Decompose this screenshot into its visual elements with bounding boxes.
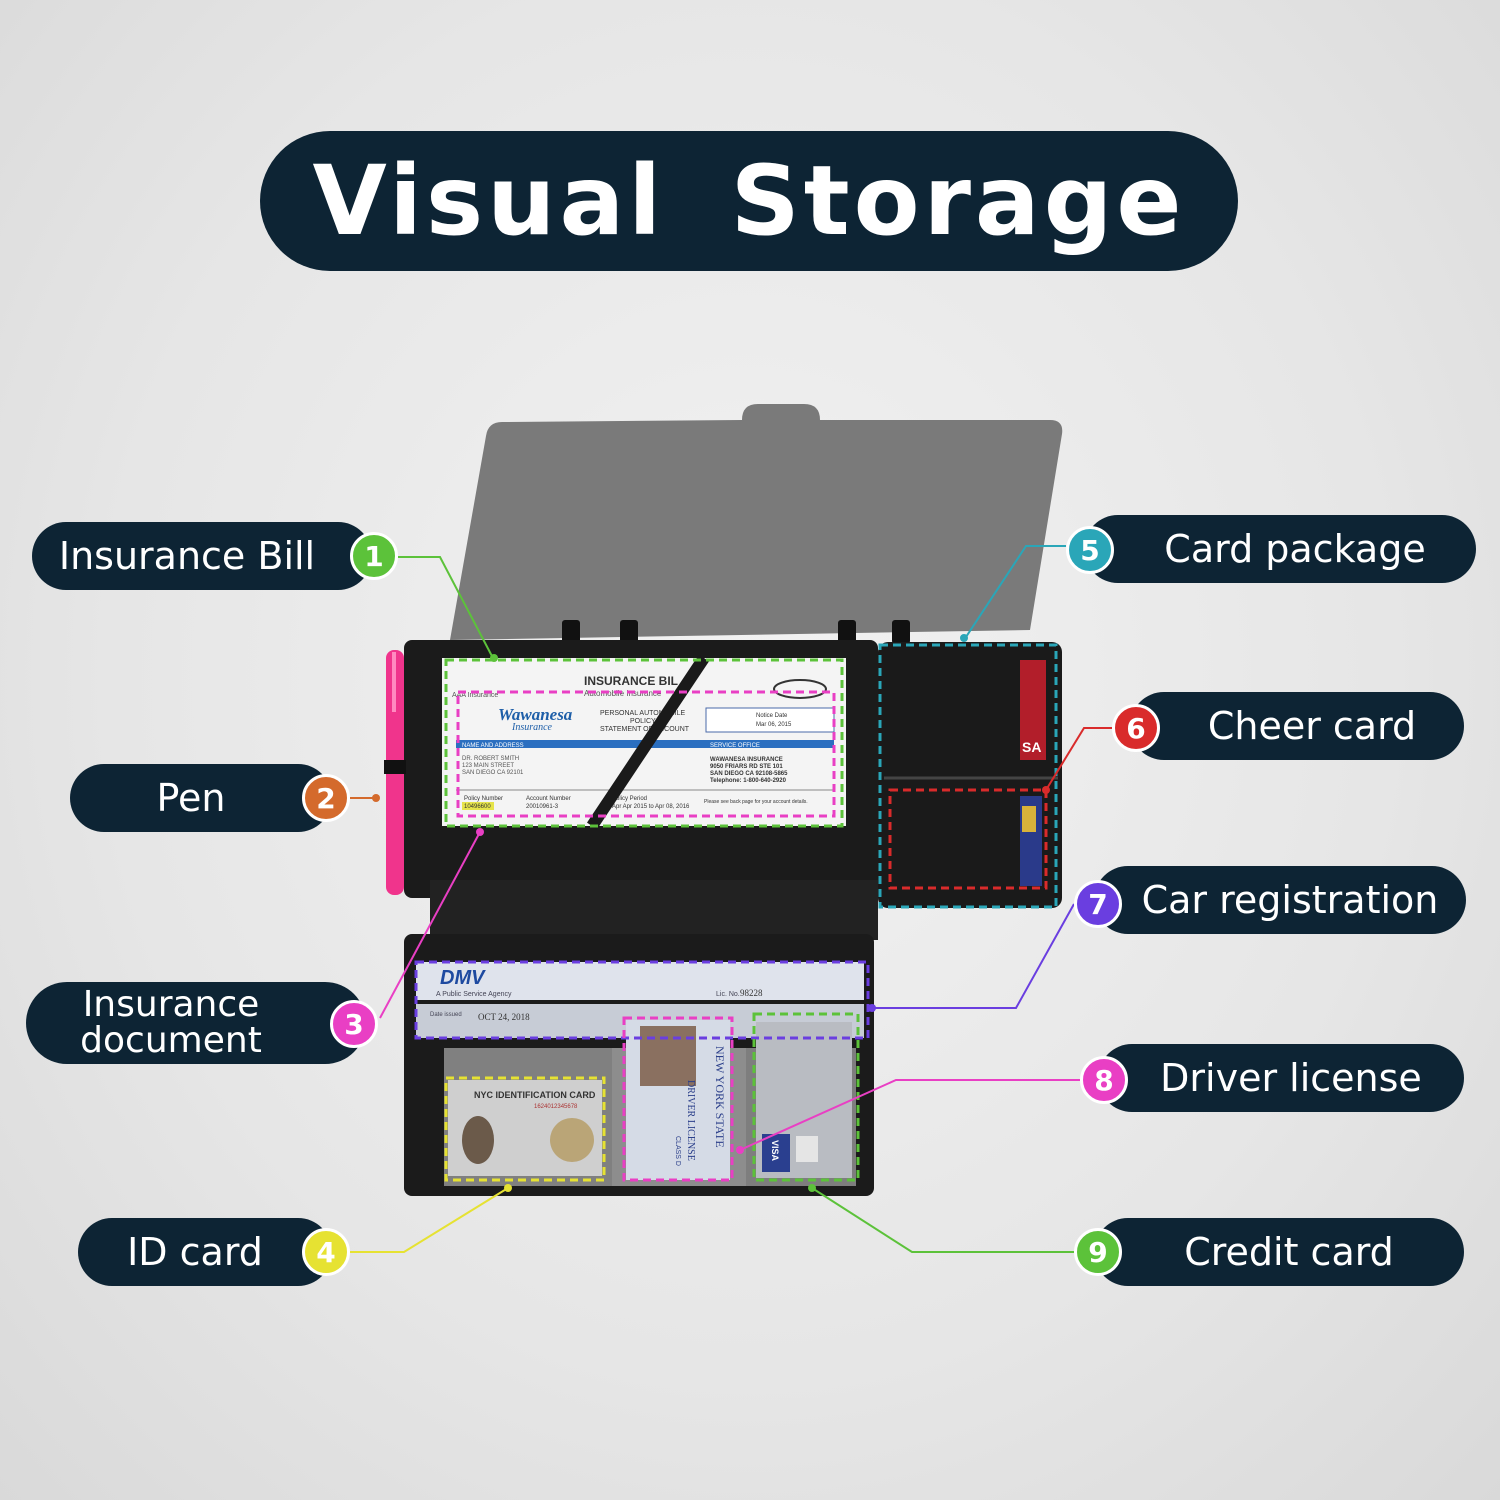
visor-clips: [562, 620, 910, 644]
badge-6: 6: [1112, 704, 1160, 752]
label-insurance-document: Insurance document: [26, 982, 366, 1064]
svg-text:SAN DIEGO CA 92101: SAN DIEGO CA 92101: [462, 770, 524, 776]
svg-text:NYC IDENTIFICATION CARD: NYC IDENTIFICATION CARD: [474, 1090, 596, 1100]
svg-text:Policy Period: Policy Period: [612, 796, 647, 802]
label-id-card: ID card: [78, 1218, 332, 1286]
leader-1: [398, 556, 495, 661]
svg-text:123 MAIN STREET: 123 MAIN STREET: [462, 763, 514, 769]
svg-text:10496600: 10496600: [464, 804, 491, 810]
leader-6: [1045, 727, 1112, 791]
pen: [384, 650, 406, 895]
leader-3: [379, 831, 481, 1019]
svg-text:INSURANCE BIL: INSURANCE BIL: [584, 674, 678, 688]
svg-text:Telephone: 1-800-640-2920: Telephone: 1-800-640-2920: [710, 778, 787, 784]
badge-3: 3: [330, 1000, 378, 1048]
svg-text:A Public Service Agency: A Public Service Agency: [436, 991, 512, 998]
badge-1: 1: [350, 532, 398, 580]
svg-text:DRIVER LICENSE: DRIVER LICENSE: [685, 1080, 696, 1161]
zone-4-id-card: [444, 1076, 606, 1182]
label-car-registration: Car registration: [1094, 866, 1466, 934]
badge-4: 4: [302, 1228, 350, 1276]
credit-card-visual: VISA: [756, 1022, 852, 1178]
label-card-package: Card package: [1084, 515, 1476, 583]
zone-5-card-package: [878, 643, 1058, 909]
svg-text:20010961-3: 20010961-3: [526, 804, 559, 810]
title-banner: Visual Storage: [260, 131, 1238, 271]
svg-text:Automobile Insurance: Automobile Insurance: [584, 689, 662, 698]
svg-text:CLASS D: CLASS D: [674, 1136, 681, 1166]
organizer-middle-panel: [430, 880, 878, 940]
svg-text:NAME AND ADDRESS: NAME AND ADDRESS: [462, 743, 524, 749]
badge-5: 5: [1066, 526, 1114, 574]
svg-text:AAA Insurance: AAA Insurance: [452, 692, 498, 699]
svg-text:NEW YORK STATE: NEW YORK STATE: [713, 1046, 727, 1148]
zone-3-insurance-doc: [456, 690, 836, 818]
svg-text:Date issued: Date issued: [430, 1012, 462, 1018]
leader-7: [872, 903, 1075, 1009]
red-card: [1020, 660, 1046, 760]
label-pen: Pen: [70, 764, 332, 832]
driver-license-visual: NEW YORK STATE DRIVER LICENSE CLASS D: [626, 1020, 730, 1180]
badge-2: 2: [302, 774, 350, 822]
svg-text:1624012345678: 1624012345678: [534, 1104, 578, 1110]
leader-5: [963, 545, 1066, 641]
svg-text:Account Number: Account Number: [526, 796, 571, 802]
svg-text:POLICY: POLICY: [630, 718, 656, 725]
leader-4: [350, 1187, 509, 1253]
svg-text:Notice Date: Notice Date: [756, 713, 788, 719]
svg-text:DMV: DMV: [440, 967, 486, 989]
leader-9: [811, 1187, 1074, 1253]
badge-8: 8: [1080, 1056, 1128, 1104]
badge-9: 9: [1074, 1228, 1122, 1276]
sun-visor: [450, 404, 1063, 640]
elastic-strap: [587, 654, 709, 830]
zone-7-car-registration: [414, 960, 870, 1040]
id-card-visual: NYC IDENTIFICATION CARD 1624012345678: [448, 1080, 602, 1176]
zone-6-cheer-card: [888, 788, 1048, 890]
svg-text:DR. ROBERT SMITH: DR. ROBERT SMITH: [462, 756, 519, 762]
svg-text:Lic. No.: Lic. No.: [716, 991, 740, 998]
svg-text:PERSONAL AUTOMOBILE: PERSONAL AUTOMOBILE: [600, 710, 686, 717]
svg-text:VISA: VISA: [770, 1140, 780, 1162]
leader-8: [739, 1079, 1080, 1151]
zone-8-driver-license: [622, 1016, 734, 1182]
svg-text:Mar 06, 2015: Mar 06, 2015: [756, 722, 792, 728]
insurance-bill-card: INSURANCE BIL Automobile Insurance AAA I…: [442, 654, 846, 830]
svg-text:Insurance: Insurance: [511, 722, 553, 733]
svg-text:Apr Apr 2015 to Apr 08, 2016: Apr Apr 2015 to Apr 08, 2016: [612, 804, 690, 810]
svg-text:STATEMENT OF ACCOUNT: STATEMENT OF ACCOUNT: [600, 726, 690, 733]
zone-1-insurance-bill: [444, 658, 844, 828]
card-slot-text: SA: [1022, 739, 1041, 755]
svg-text:SAN DIEGO CA 92108-5865: SAN DIEGO CA 92108-5865: [710, 771, 788, 777]
svg-text:9050 FRIARS RD STE 101: 9050 FRIARS RD STE 101: [710, 764, 783, 770]
page-title: Visual Storage: [312, 145, 1186, 257]
label-cheer-card: Cheer card: [1130, 692, 1464, 760]
card-panel: [878, 642, 1062, 908]
svg-text:Wawanesa: Wawanesa: [498, 705, 573, 724]
svg-text:OCT 24, 2018: OCT 24, 2018: [478, 1012, 530, 1022]
label-insurance-bill: Insurance Bill: [32, 522, 372, 590]
svg-text:Policy Number: Policy Number: [464, 796, 503, 802]
svg-text:Please see back page for your: Please see back page for your account de…: [704, 799, 808, 805]
badge-7: 7: [1074, 880, 1122, 928]
svg-text:98228: 98228: [740, 988, 763, 998]
svg-text:WAWANESA INSURANCE: WAWANESA INSURANCE: [710, 757, 783, 763]
label-credit-card: Credit card: [1094, 1218, 1464, 1286]
svg-text:SERVICE OFFICE: SERVICE OFFICE: [710, 743, 760, 749]
label-driver-license: Driver license: [1098, 1044, 1464, 1112]
